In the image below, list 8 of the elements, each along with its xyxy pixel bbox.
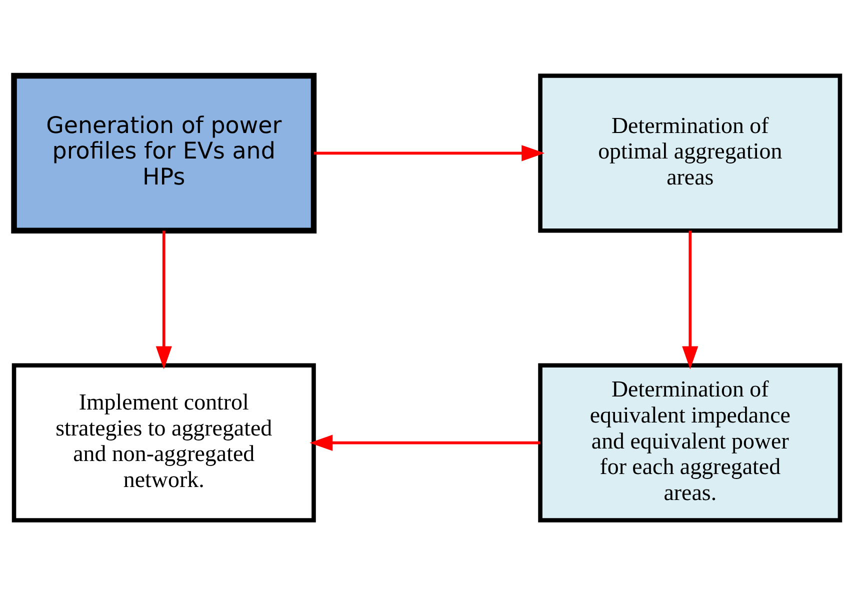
arrow	[682, 230, 698, 370]
arrow	[310, 434, 540, 451]
node-box: Determination of optimal aggregation areas	[538, 74, 842, 233]
arrow	[156, 230, 172, 370]
node-box: Generation of power profiles for EVs and HPs	[11, 72, 317, 234]
arrow	[314, 145, 545, 162]
node-box: Determination of equivalent impedance and equivalent power for each aggregated areas.	[538, 363, 842, 522]
node-box: Implement control strategies to aggregated and non-aggregated network.	[12, 363, 316, 522]
